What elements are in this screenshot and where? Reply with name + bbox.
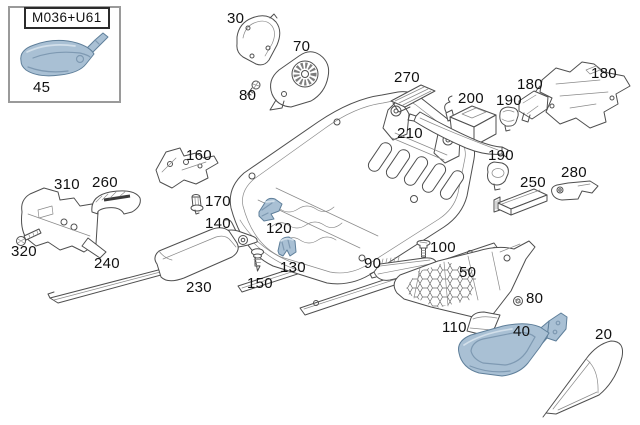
- part-label-200[interactable]: 200: [458, 90, 484, 107]
- part-label-90[interactable]: 90: [364, 255, 382, 272]
- part-label-230[interactable]: 230: [186, 279, 212, 296]
- part-label-45[interactable]: 45: [33, 79, 51, 96]
- part-label-180-right[interactable]: 180: [591, 65, 617, 82]
- screw-100-drawing: [416, 239, 431, 258]
- part-label-50[interactable]: 50: [459, 264, 477, 281]
- part-label-320[interactable]: 320: [11, 243, 37, 260]
- part-70-drawing: [269, 51, 330, 111]
- part-30-drawing: [236, 13, 281, 66]
- part-170-drawing: [190, 194, 204, 215]
- part-label-110[interactable]: 110: [442, 319, 467, 336]
- part-270-drawing: [390, 84, 436, 113]
- part-230-drawing: [154, 227, 239, 282]
- part-label-40[interactable]: 40: [513, 323, 531, 340]
- part-label-210[interactable]: 210: [397, 125, 423, 142]
- part-label-250[interactable]: 250: [520, 174, 546, 191]
- part-40-drawing: [458, 312, 568, 377]
- part-label-140[interactable]: 140: [205, 215, 231, 232]
- part-label-130[interactable]: 130: [280, 259, 306, 276]
- part-label-160[interactable]: 160: [186, 147, 212, 164]
- part-45-drawing: [20, 32, 109, 77]
- part-label-310[interactable]: 310: [54, 176, 80, 193]
- part-320-drawing: [16, 228, 42, 246]
- part-180-right-drawing: [539, 61, 631, 129]
- part-250-drawing: [493, 188, 548, 216]
- part-label-260[interactable]: 260: [92, 174, 118, 191]
- part-240-drawing: [47, 267, 173, 304]
- part-310-drawing: [21, 187, 107, 259]
- part-120-drawing: [258, 197, 283, 222]
- part-190-lower-drawing: [487, 161, 509, 191]
- part-260-drawing: [91, 190, 141, 215]
- part-90-drawing: [369, 256, 437, 281]
- part-label-280[interactable]: 280: [561, 164, 587, 181]
- part-150-drawing: [251, 248, 264, 272]
- part-130-drawing: [277, 236, 297, 257]
- part-label-240[interactable]: 240: [94, 255, 120, 272]
- part-label-70[interactable]: 70: [293, 38, 311, 55]
- part-190-upper-drawing: [499, 106, 519, 132]
- part-label-120[interactable]: 120: [266, 220, 292, 237]
- part-label-180-left[interactable]: 180: [517, 76, 543, 93]
- part-210-drawing: [407, 111, 509, 158]
- part-label-190-lower[interactable]: 190: [488, 147, 514, 164]
- part-label-270[interactable]: 270: [394, 69, 420, 86]
- part-label-190-upper[interactable]: 190: [496, 92, 522, 109]
- part-label-170[interactable]: 170: [205, 193, 231, 210]
- part-label-80-bottom[interactable]: 80: [526, 290, 544, 307]
- part-label-100[interactable]: 100: [430, 239, 456, 256]
- screw-80-bottom-drawing: [513, 296, 523, 306]
- part-50-drawing: [393, 240, 536, 319]
- part-label-20[interactable]: 20: [595, 326, 613, 343]
- part-20-drawing: [542, 340, 623, 418]
- part-label-30[interactable]: 30: [227, 10, 245, 27]
- screw-80-top-drawing: [246, 80, 261, 96]
- part-label-80-top[interactable]: 80: [239, 87, 257, 104]
- part-280-drawing: [551, 180, 599, 201]
- part-label-150[interactable]: 150: [247, 275, 273, 292]
- part-160-drawing: [155, 147, 219, 189]
